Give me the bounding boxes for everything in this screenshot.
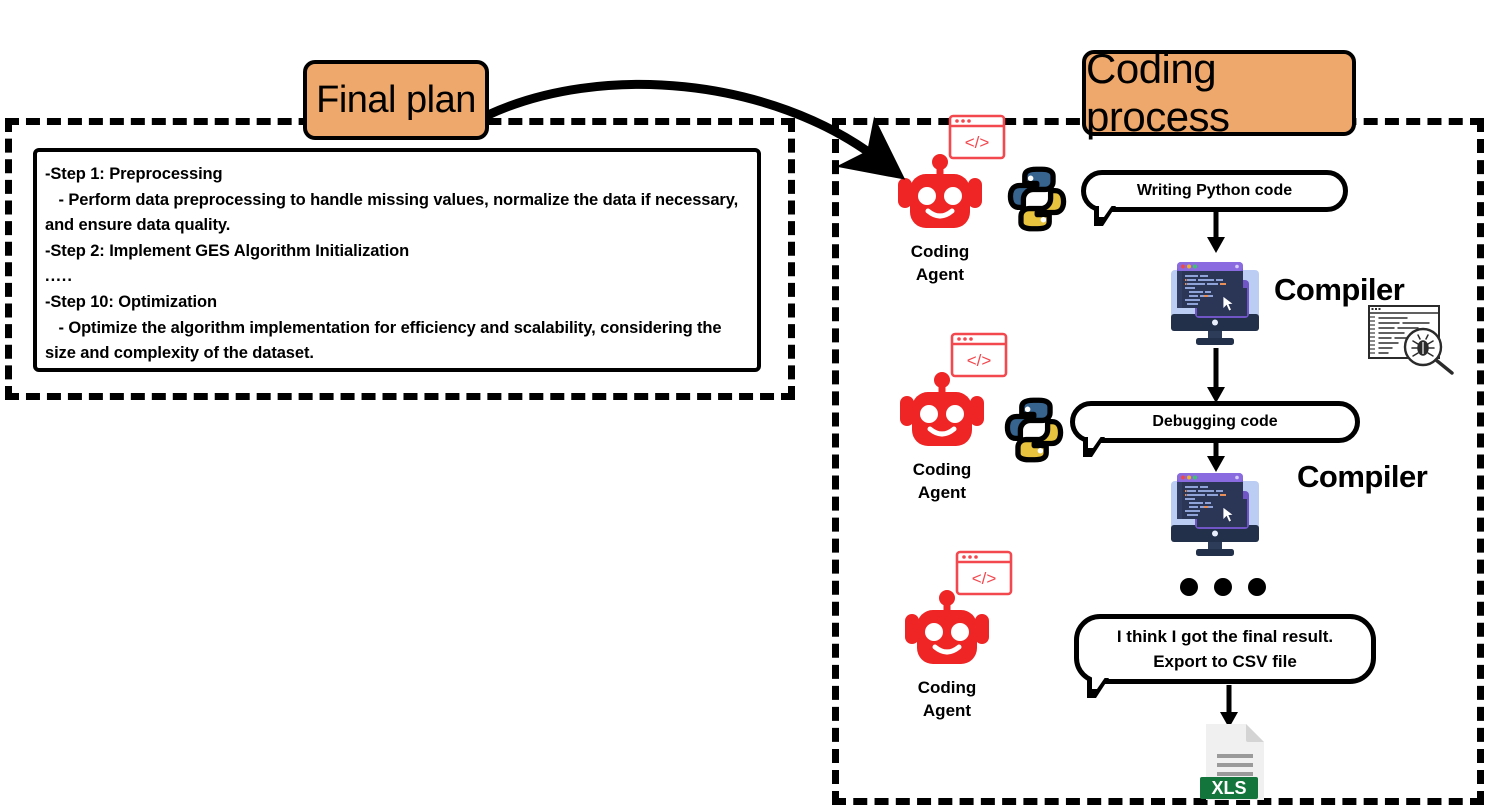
coding-agent-3: </> Coding Agent (887, 550, 1013, 722)
xls-file-icon: XLS (1200, 724, 1264, 800)
robot-icon (898, 154, 982, 228)
plan-line-3: -Step 2: Implement GES Algorithm Initial… (45, 241, 410, 260)
compiler-monitor-icon (1171, 473, 1259, 556)
final-plan-header: Final plan (303, 60, 489, 140)
speech-bubble-debugging: Debugging code (1070, 401, 1360, 457)
xls-label: XLS (1211, 778, 1246, 798)
coding-process-header: Coding process (1082, 45, 1356, 140)
plan-line-1: -Step 1: Preprocessing (45, 165, 223, 183)
final-plan-textbox: -Step 1: Preprocessing - Perform data pr… (33, 148, 761, 372)
bubble-text-line2: Export to CSV file (1153, 652, 1297, 671)
agent-label: Coding Agent (887, 676, 1007, 722)
compiler-label-1: Compiler (1274, 272, 1405, 307)
bubble-text-line1: I think I got the final result. (1116, 627, 1334, 646)
bubble-text: Debugging code (1152, 413, 1278, 430)
bubble-text: Writing Python code (1136, 182, 1293, 199)
code-window-icon: </> (950, 332, 1008, 378)
bubble-tail (1083, 435, 1105, 457)
bubble-tail (1087, 676, 1109, 698)
plan-to-agent-arrow (483, 79, 906, 180)
agent-label-line1: Coding (917, 678, 977, 697)
compiler-label-2: Compiler (1297, 459, 1428, 494)
robot-icon (905, 590, 989, 664)
speech-bubble-writing-python: Writing Python code (1081, 170, 1348, 226)
debug-inspect-icon (1368, 305, 1454, 375)
coding-agent-2: </> Coding Agent (882, 332, 1008, 504)
flow-arrow-down (1220, 685, 1238, 728)
code-window-icon: </> (948, 114, 1006, 160)
python-logo-icon (1004, 397, 1064, 463)
flow-arrow-down (1207, 348, 1225, 403)
plan-line-6: - Optimize the algorithm implementation … (45, 318, 726, 363)
code-window-icon: </> (955, 550, 1013, 596)
ellipsis-dot (1180, 578, 1198, 596)
svg-text:</>: </> (972, 569, 997, 588)
speech-bubble-final-result: I think I got the final result. Export t… (1074, 614, 1376, 698)
flow-arrow-down (1207, 206, 1225, 253)
iteration-ellipsis-dots (1180, 578, 1266, 596)
agent-label-line2: Agent (917, 483, 967, 502)
agent-label-line1: Coding (910, 242, 970, 261)
svg-text:</>: </> (965, 133, 990, 152)
python-logo-icon (1007, 166, 1067, 232)
agent-label-line1: Coding (912, 460, 972, 479)
robot-icon (900, 372, 984, 446)
svg-text:</>: </> (967, 351, 992, 370)
agent-label: Coding Agent (882, 458, 1002, 504)
plan-line-2: - Perform data preprocessing to handle m… (45, 190, 743, 235)
plan-line-ellipsis: ..... (45, 267, 73, 286)
agent-label-line2: Agent (922, 701, 972, 720)
compiler-monitor-icon (1171, 262, 1259, 345)
agent-label: Coding Agent (880, 240, 1000, 286)
bubble-tail (1094, 204, 1116, 226)
agent-label-line2: Agent (915, 265, 965, 284)
ellipsis-dot (1214, 578, 1232, 596)
plan-line-5: -Step 10: Optimization (45, 292, 217, 311)
ellipsis-dot (1248, 578, 1266, 596)
coding-agent-1: </> Coding Agent (880, 114, 1006, 286)
